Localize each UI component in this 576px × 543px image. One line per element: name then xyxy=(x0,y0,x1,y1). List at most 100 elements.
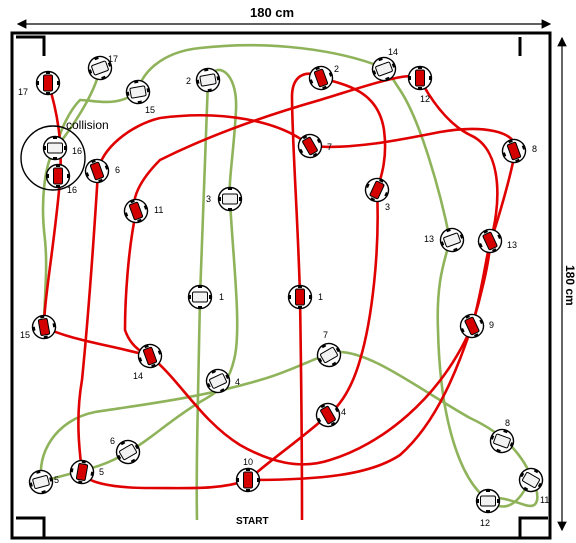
red-robot-5 xyxy=(69,459,95,485)
robot-wheel xyxy=(57,81,60,85)
robot-chassis xyxy=(302,136,318,156)
red-robot-1 xyxy=(287,284,313,310)
robot-wheel xyxy=(225,374,230,380)
robot-wheel xyxy=(91,159,96,164)
robot-wheel xyxy=(85,172,90,177)
white-robot-label-8: 8 xyxy=(505,418,510,428)
red-robot-label-1: 1 xyxy=(318,292,323,302)
robot-wheel xyxy=(309,79,314,84)
white-robot-label-1: 1 xyxy=(219,292,224,302)
red-robot-label-6: 6 xyxy=(115,165,120,175)
robot-wheel xyxy=(41,490,47,495)
red-robot-2 xyxy=(308,65,334,91)
robot-chassis xyxy=(89,161,105,181)
robot-wheel xyxy=(496,448,501,453)
robot-wheel xyxy=(486,489,490,492)
red-robot-15 xyxy=(31,314,57,340)
white-robot-12 xyxy=(475,488,501,514)
red-robot-label-9: 9 xyxy=(489,320,494,330)
corner-bottom-left xyxy=(16,516,46,538)
robot-wheel xyxy=(203,67,209,72)
robot-wheel xyxy=(408,76,411,80)
robot-wheel xyxy=(446,228,451,233)
robot-wheel xyxy=(317,357,323,363)
robot-wheel xyxy=(503,429,508,434)
robot-wheel xyxy=(228,208,232,211)
robot-wheel xyxy=(239,197,242,201)
robot-wheel xyxy=(476,499,479,503)
robot-wheel xyxy=(104,165,109,170)
robot-wheel xyxy=(321,343,327,349)
robot-chassis xyxy=(222,193,238,205)
red-robot-label-16: 16 xyxy=(67,185,77,195)
green-robot-path-top-left xyxy=(54,67,102,149)
red-robot-label-8: 8 xyxy=(532,144,537,154)
robot-wheel xyxy=(211,369,217,374)
robot-wheel xyxy=(378,178,384,183)
robot-wheel xyxy=(188,295,191,299)
robot-wheel xyxy=(31,326,36,332)
white-robot-label-7: 7 xyxy=(323,330,328,340)
robot-wheel xyxy=(309,295,312,299)
robot-wheel xyxy=(157,350,162,355)
robot-wheel xyxy=(246,489,250,492)
robot-wheel xyxy=(460,327,465,333)
robot-wheel xyxy=(497,234,502,240)
robot-wheel xyxy=(206,382,211,388)
robot-wheel xyxy=(509,442,514,447)
robot-wheel xyxy=(302,134,308,140)
robot-chassis xyxy=(320,346,338,364)
robot-wheel xyxy=(130,199,135,204)
white-robot-15 xyxy=(125,79,151,105)
robot-wheel xyxy=(372,70,377,75)
robot-wheel xyxy=(143,205,148,210)
robot-wheel xyxy=(228,187,232,190)
red-robot-16 xyxy=(45,163,71,189)
robot-wheel xyxy=(391,63,396,68)
red-robot-12 xyxy=(407,65,433,91)
red-robot-label-4: 4 xyxy=(341,407,346,417)
red-robot-14 xyxy=(137,343,163,369)
red-robot-label-11: 11 xyxy=(154,205,163,215)
robot-wheel xyxy=(486,510,490,513)
robot-wheel xyxy=(315,66,320,71)
robot-wheel xyxy=(90,471,95,477)
robot-wheel xyxy=(288,295,291,299)
robot-wheel xyxy=(64,146,67,150)
robot-chassis xyxy=(32,475,50,489)
robot-wheel xyxy=(144,344,149,349)
white-robot-5 xyxy=(28,469,54,495)
robot-wheel xyxy=(81,459,87,464)
robot-wheel xyxy=(56,164,60,167)
robot-wheel xyxy=(56,185,60,188)
white-robot-label-3: 3 xyxy=(206,194,211,204)
robot-chassis xyxy=(313,68,329,88)
robot-chassis xyxy=(129,85,147,99)
robot-wheel xyxy=(49,476,54,482)
white-robot-14 xyxy=(371,56,397,82)
robot-chassis xyxy=(47,142,63,154)
robot-chassis xyxy=(209,373,227,389)
robot-chassis xyxy=(91,60,109,76)
robot-chassis xyxy=(75,463,89,481)
white-robot-label-17: 17 xyxy=(108,54,118,64)
robot-wheel xyxy=(316,417,322,423)
robot-wheel xyxy=(459,234,464,239)
red-robot-label-15: 15 xyxy=(20,330,30,340)
robot-wheel xyxy=(508,139,513,144)
robot-wheel xyxy=(219,388,225,393)
robot-wheel xyxy=(43,335,49,340)
red-robot-7 xyxy=(297,133,323,159)
robot-wheel xyxy=(77,480,83,485)
robot-wheel xyxy=(521,145,526,150)
robot-chassis xyxy=(480,495,496,507)
white-robot-label-12: 12 xyxy=(480,518,490,528)
robot-chassis xyxy=(369,180,385,200)
robot-wheel xyxy=(98,178,103,183)
robot-chassis xyxy=(464,316,480,336)
width-label: 180 cm xyxy=(250,5,294,20)
collision-circle xyxy=(20,125,86,191)
red-robot-label-10: 10 xyxy=(243,457,253,467)
